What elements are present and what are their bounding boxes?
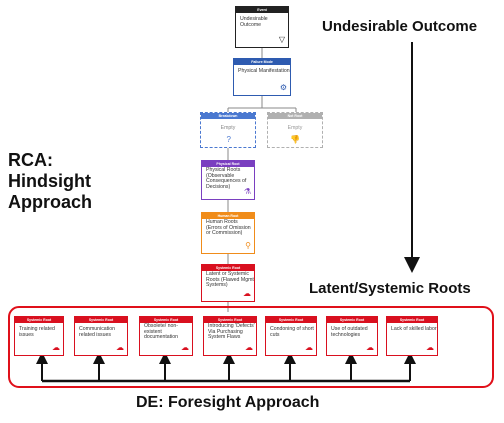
systemic-box-header: Systemic Root (75, 317, 127, 323)
systemic-box-header: Systemic Root (327, 317, 377, 323)
latent-systemic-roots-label: Latent/Systemic Roots (309, 280, 471, 297)
systemic-box-5: Systemic Root Condoning of short cuts ☁ (265, 316, 317, 356)
systemic-root-text: Latent or Systemic Roots (Flawed Mgmt Sy… (206, 271, 254, 289)
breakdown-box: Breakdown Empty ? (200, 112, 256, 148)
rca-label-line1: RCA: (8, 150, 53, 170)
systemic-box-1: Systemic Root Training related issues ☁ (14, 316, 64, 356)
cloud-icon: ☁ (52, 343, 60, 352)
rca-label-line3: Approach (8, 192, 93, 212)
systemic-box-3: Systemic Root Obsolete/ non-existent doc… (139, 316, 193, 356)
event-box: Event Undesirable Outcome ▽ (235, 6, 289, 48)
funnel-icon: ▽ (278, 35, 285, 44)
flask-icon: ⚗ (243, 187, 251, 196)
event-text: Undesirable Outcome (240, 16, 268, 28)
systemic-box-header: Systemic Root (204, 317, 256, 323)
systemic-box-header: Systemic Root (387, 317, 437, 323)
failure-mode-text: Physical Manifestation (238, 68, 290, 74)
not-root-header: Not Root (268, 113, 322, 119)
cloud-icon: ☁ (116, 343, 124, 352)
physical-root-text: Physical Roots (Observable Consequences … (206, 167, 247, 190)
physical-root-box: Physical Root Physical Roots (Observable… (201, 160, 255, 200)
systemic-box-7: Systemic Root Lack of skilled labor ☁ (386, 316, 438, 356)
systemic-box-text: Lack of skilled labor (391, 326, 437, 332)
thumbs-down-icon: 👎 (290, 135, 300, 144)
gear-icon: ⚙ (279, 83, 287, 92)
systemic-box-text: Obsolete/ non-existent documentation (144, 323, 179, 341)
systemic-box-header: Systemic Root (140, 317, 192, 323)
cloud-icon: ☁ (366, 343, 374, 352)
systemic-box-text: Use of outdated technologies (331, 326, 368, 338)
systemic-root-box: Systemic Root Latent or Systemic Roots (… (201, 264, 255, 302)
systemic-box-text: Communication related issues (79, 326, 116, 338)
systemic-box-6: Systemic Root Use of outdated technologi… (326, 316, 378, 356)
physical-root-header: Physical Root (202, 161, 254, 167)
cloud-icon: ☁ (245, 343, 253, 352)
systemic-box-header: Systemic Root (266, 317, 316, 323)
systemic-roots-frame (8, 306, 494, 388)
systemic-box-4: Systemic Root Introducing 'Defects' Via … (203, 316, 257, 356)
not-root-box: Not Root Empty 👎 (267, 112, 323, 148)
breakdown-header: Breakdown (201, 113, 255, 119)
cloud-icon: ☁ (305, 343, 313, 352)
event-header: Event (236, 7, 288, 13)
human-root-text: Human Roots (Errors of Omission or Commi… (206, 219, 251, 237)
de-foresight-label: DE: Foresight Approach (136, 394, 320, 411)
human-root-header: Human Root (202, 213, 254, 219)
failure-mode-box: Failure Mode Physical Manifestation ⚙ (233, 58, 291, 96)
breakdown-text: Empty (220, 125, 236, 131)
not-root-text: Empty (287, 125, 303, 131)
question-icon: ? (226, 135, 231, 144)
cloud-icon: ☁ (181, 343, 189, 352)
cloud-icon: ☁ (426, 343, 434, 352)
systemic-root-header: Systemic Root (202, 265, 254, 271)
systemic-box-2: Systemic Root Communication related issu… (74, 316, 128, 356)
systemic-box-text: Introducing 'Defects' Via Purchasing Sys… (208, 323, 255, 341)
systemic-box-header: Systemic Root (15, 317, 63, 323)
systemic-box-text: Condoning of short cuts (270, 326, 314, 338)
failure-mode-header: Failure Mode (234, 59, 290, 65)
cloud-icon: ☁ (243, 289, 251, 298)
human-root-box: Human Root Human Roots (Errors of Omissi… (201, 212, 255, 254)
person-search-icon: ⚲ (245, 241, 251, 250)
systemic-box-text: Training related issues (19, 326, 55, 338)
undesirable-outcome-label: Undesirable Outcome (322, 18, 478, 35)
rca-label-line2: Hindsight (8, 171, 91, 191)
